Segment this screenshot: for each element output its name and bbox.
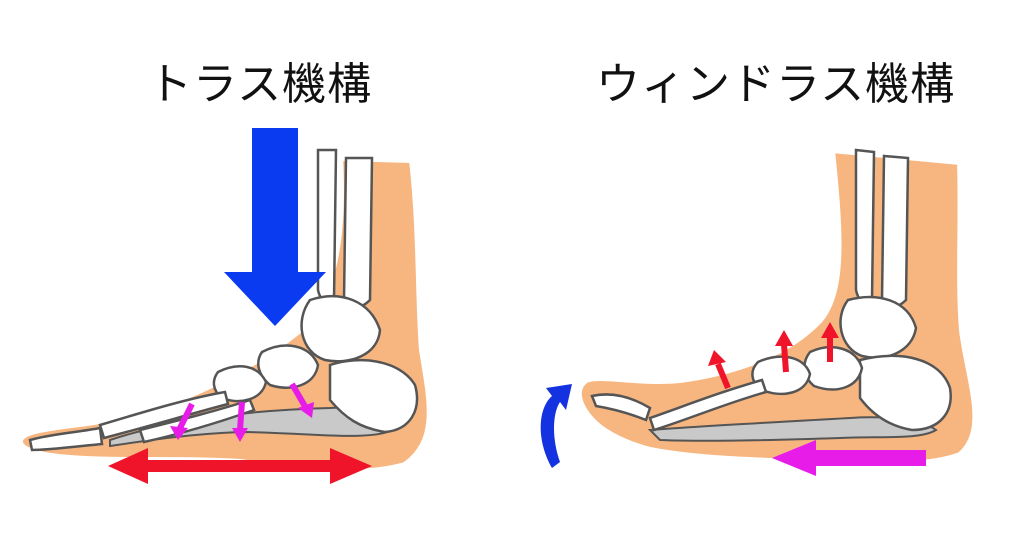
right-navicular (803, 346, 864, 391)
right-foot (575, 146, 979, 468)
pull-left-arrow-icon (772, 440, 926, 476)
compression-arrow-head-2 (232, 428, 248, 442)
left-metatarsal-2 (138, 398, 256, 444)
left-talus (300, 295, 382, 363)
arch-lift-arrow-head-2 (775, 330, 793, 346)
left-metatarsal (98, 390, 230, 440)
left-calcaneus (328, 359, 419, 434)
right-plantar-fascia (647, 416, 938, 442)
arch-lift-arrow-head-1 (708, 350, 726, 366)
toe-dorsiflex-arrow-icon (540, 384, 572, 468)
arch-lift-arrow-icon-2 (781, 343, 789, 373)
compression-arrow-icon-2 (237, 401, 245, 431)
right-talus (839, 295, 918, 359)
left-fibula (316, 148, 338, 304)
left-foot (17, 148, 433, 475)
left-toe-phalanges (28, 426, 104, 452)
arch-lift-arrow-head-3 (821, 322, 839, 338)
arch-lift-arrows (708, 322, 839, 390)
compression-arrow-icon-3 (289, 382, 309, 410)
right-fibula (854, 148, 876, 304)
left-tibia (342, 156, 374, 309)
right-calcaneus (858, 354, 952, 432)
stretch-double-arrow-icon (108, 448, 372, 484)
compression-arrow-head-1 (170, 426, 188, 440)
left-navicular (257, 344, 320, 389)
compression-arrows (170, 382, 314, 442)
right-toe-phalanges (590, 393, 652, 422)
windlass-mechanism-title: ウィンドラス機構 (596, 59, 956, 110)
load-down-arrow-icon (224, 128, 326, 326)
arch-lift-arrow-icon (715, 362, 731, 390)
compression-arrow-head-3 (298, 402, 314, 418)
truss-mechanism-title: トラス機構 (148, 59, 373, 110)
right-metatarsal (648, 378, 768, 432)
right-tibia (880, 154, 910, 308)
right-cuneiform (751, 355, 812, 396)
